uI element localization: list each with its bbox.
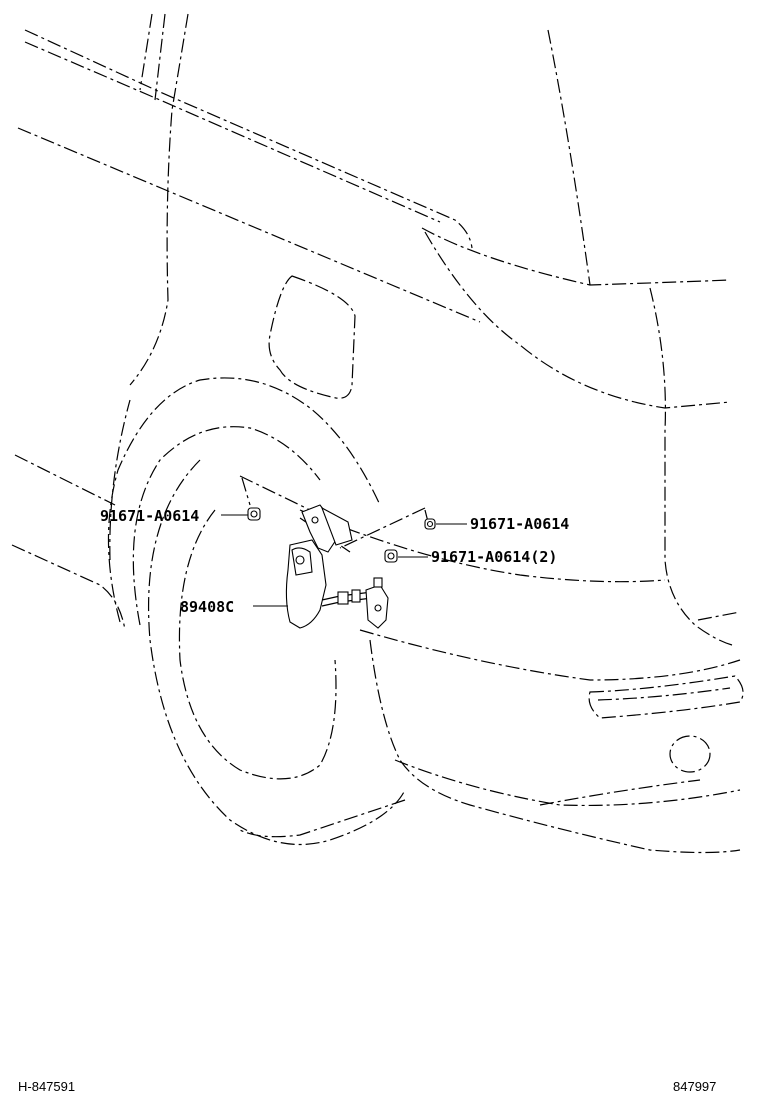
illustration-code-right: 847997 [673, 1079, 716, 1094]
bolt-right-upper-icon [424, 518, 436, 530]
callout-sensor: 89408C [180, 598, 234, 616]
bolt-right-lower-icon [384, 549, 398, 563]
vehicle-body-outline [11, 13, 744, 854]
bolt-left-icon [247, 507, 261, 521]
callout-bolt-right-lower: 91671-A0614(2) [431, 548, 557, 566]
fasteners [247, 507, 436, 563]
leader-lines [221, 514, 467, 607]
height-control-sensor [285, 504, 389, 629]
illustration-code-left: H-847591 [18, 1079, 75, 1094]
callout-bolt-right-upper: 91671-A0614 [470, 515, 569, 533]
callout-bolt-left: 91671-A0614 [100, 507, 199, 525]
